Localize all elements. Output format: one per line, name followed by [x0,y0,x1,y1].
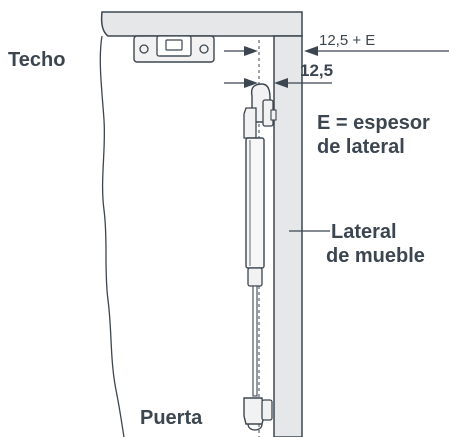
door-outline [99,35,125,437]
label-techo: Techo [8,49,66,71]
label-espesor-line1: E = espesor [317,112,430,134]
label-lateral-line1: Lateral [331,221,397,243]
dimension-top [224,46,449,56]
label-espesor-line2: de lateral [317,136,405,158]
gas-spring [243,83,277,431]
side-panel [273,35,303,437]
dimension-bottom [224,78,332,88]
label-lateral-line2: de mueble [326,245,425,267]
ceiling-bracket [133,35,215,63]
ceiling-panel [100,11,303,37]
label-puerta: Puerta [140,407,203,429]
label-dimension-top: 12,5 + E [319,32,376,49]
label-dimension-bottom: 12,5 [300,61,334,80]
